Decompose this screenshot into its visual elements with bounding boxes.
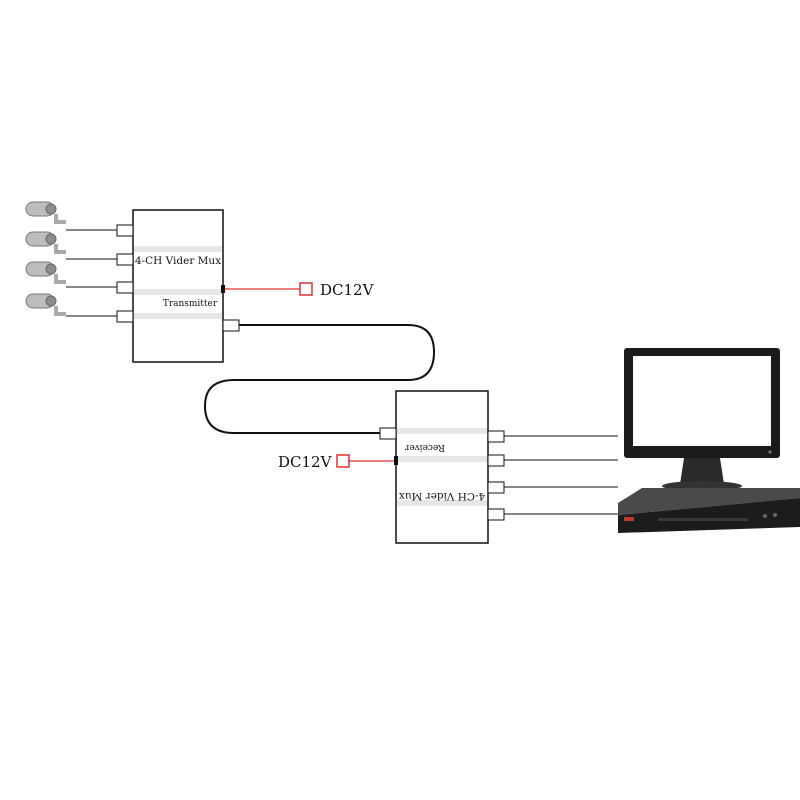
camera-group	[25, 201, 66, 316]
cctv-camera-icon	[25, 293, 66, 316]
transmitter-power: DC12V	[225, 281, 375, 299]
coax-link-cable	[203, 324, 436, 434]
receiver-power: DC12V	[278, 453, 394, 471]
receiver-output-port[interactable]	[487, 481, 505, 494]
camera-cables	[66, 229, 117, 317]
receiver-unit: Receiver 4-CH Vider Mux	[379, 390, 505, 544]
transmitter-power-label: DC12V	[320, 281, 375, 299]
power-terminal-icon[interactable]	[336, 454, 350, 468]
monitor-icon	[624, 348, 780, 491]
receiver-output-port[interactable]	[487, 430, 505, 443]
receiver-power-label: DC12V	[278, 453, 333, 471]
transmitter-output-port[interactable]	[222, 319, 240, 332]
transmitter-unit: 4-CH Vider Mux Transmitter	[116, 209, 240, 363]
receiver-output-cables	[504, 435, 618, 515]
cctv-camera-icon	[25, 261, 66, 284]
receiver-subtitle: Receiver	[404, 442, 445, 452]
dvr-recorder-icon	[618, 488, 800, 533]
cctv-camera-icon	[25, 231, 66, 254]
transmitter-subtitle: Transmitter	[163, 299, 218, 309]
receiver-output-port[interactable]	[487, 454, 505, 467]
receiver-input-port[interactable]	[379, 427, 397, 440]
transmitter-input-port[interactable]	[116, 253, 134, 266]
transmitter-power-jack[interactable]	[221, 285, 225, 293]
receiver-title: 4-CH Vider Mux	[399, 490, 485, 502]
transmitter-title: 4-CH Vider Mux	[135, 255, 221, 267]
receiver-output-port[interactable]	[487, 508, 505, 521]
transmitter-input-port[interactable]	[116, 224, 134, 237]
transmitter-input-port[interactable]	[116, 281, 134, 294]
power-terminal-icon[interactable]	[299, 282, 313, 296]
receiver-power-jack[interactable]	[394, 456, 398, 465]
transmitter-input-port[interactable]	[116, 310, 134, 323]
cctv-camera-icon	[25, 201, 66, 224]
